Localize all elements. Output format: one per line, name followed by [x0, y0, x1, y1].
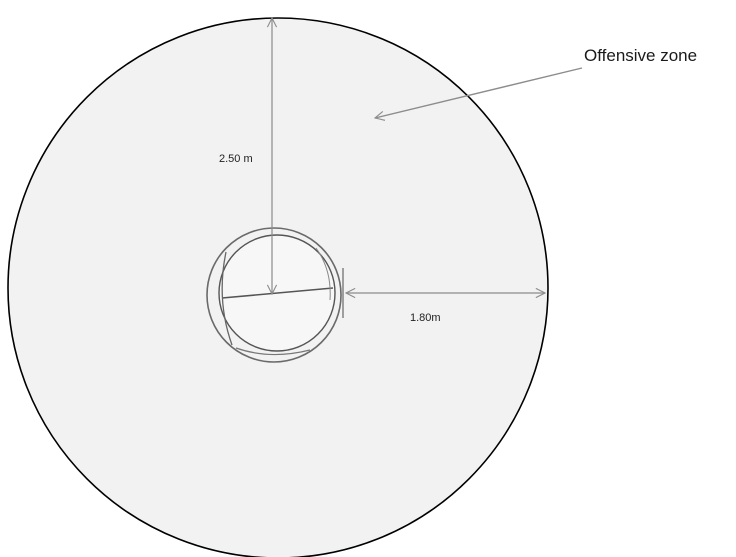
- gap-dimension-label: 1.80m: [410, 312, 441, 324]
- radius-dimension-label: 2.50 m: [219, 153, 253, 165]
- ball-icon: [207, 228, 341, 362]
- offensive-zone-label: Offensive zone: [584, 46, 697, 65]
